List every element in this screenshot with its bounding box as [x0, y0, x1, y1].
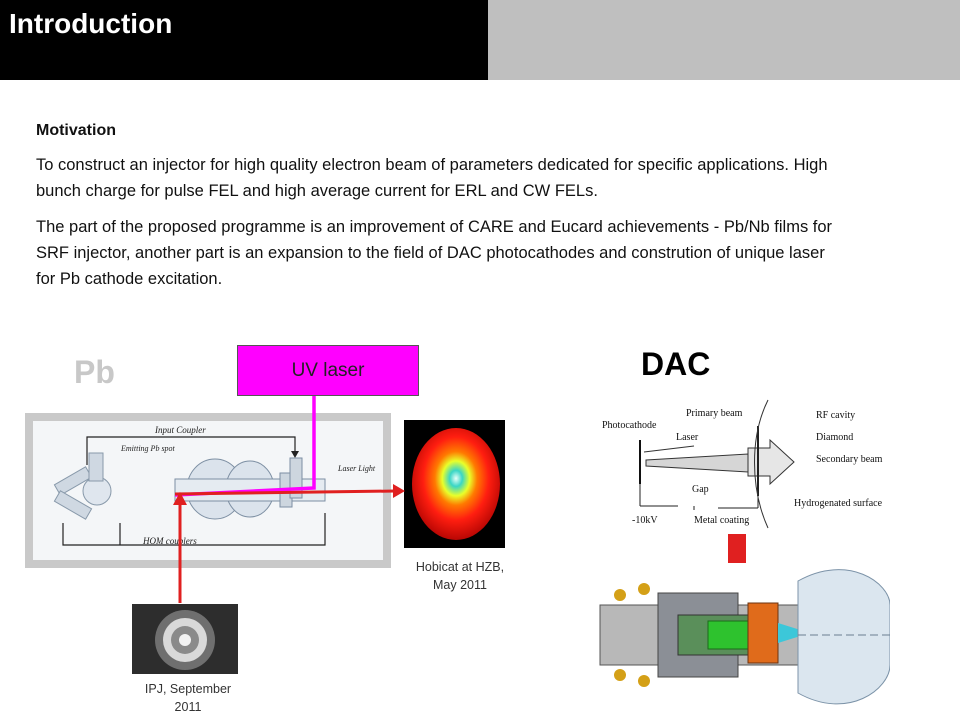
uv-laser-path	[174, 396, 316, 497]
slide-title: Introduction	[9, 8, 173, 39]
caption-ipj: IPJ, September 2011	[144, 682, 232, 714]
motivation-paragraph-1: To construct an injector for high qualit…	[36, 156, 828, 200]
caption-hobicat: Hobicat at HZB, May 2011	[415, 560, 505, 592]
primary-beam-text: Primary beam	[686, 408, 743, 419]
gap-text: Gap	[692, 484, 709, 495]
dac-label: DAC	[641, 346, 711, 382]
motivation-paragraph-2: The part of the proposed programme is an…	[36, 218, 833, 288]
arrowhead-up	[173, 492, 187, 505]
rf-cavity-text: RF cavity	[816, 410, 855, 421]
dac-assembly-drawing	[598, 563, 890, 711]
cathode-structure	[53, 452, 112, 520]
metal-coating-text: Metal coating	[694, 515, 749, 526]
header-accent	[488, 0, 960, 80]
photocathode-text: Photocathode	[602, 420, 657, 431]
input-coupler-text: Input Coupler	[154, 425, 206, 435]
laser-text: Laser	[676, 432, 699, 443]
motivation-heading: Motivation	[36, 122, 116, 139]
dac-schematic: Photocathode Primary beam RF cavity Lase…	[598, 396, 888, 532]
ipj-photo	[132, 604, 238, 674]
header-bar	[0, 0, 488, 80]
hydrogenated-surface-text: Hydrogenated surface	[794, 498, 883, 509]
arrowhead-right	[393, 484, 405, 498]
motivation-block: Motivation To construct an injector for …	[36, 118, 848, 302]
laser-light-text: Laser Light	[337, 464, 376, 473]
uv-laser-box: UV laser	[237, 345, 419, 396]
voltage-text: -10kV	[632, 515, 658, 526]
pb-label: Pb	[74, 354, 115, 390]
uv-laser-label: UV laser	[291, 359, 365, 381]
diamond-text: Diamond	[816, 432, 853, 443]
hobicat-image	[404, 420, 505, 548]
secondary-beam-text: Secondary beam	[816, 454, 883, 465]
electron-beam-arrow-right	[174, 489, 396, 496]
hom-couplers-text: HOM couplers	[142, 536, 197, 546]
emitting-pb-spot-text: Emitting Pb spot	[120, 444, 176, 453]
